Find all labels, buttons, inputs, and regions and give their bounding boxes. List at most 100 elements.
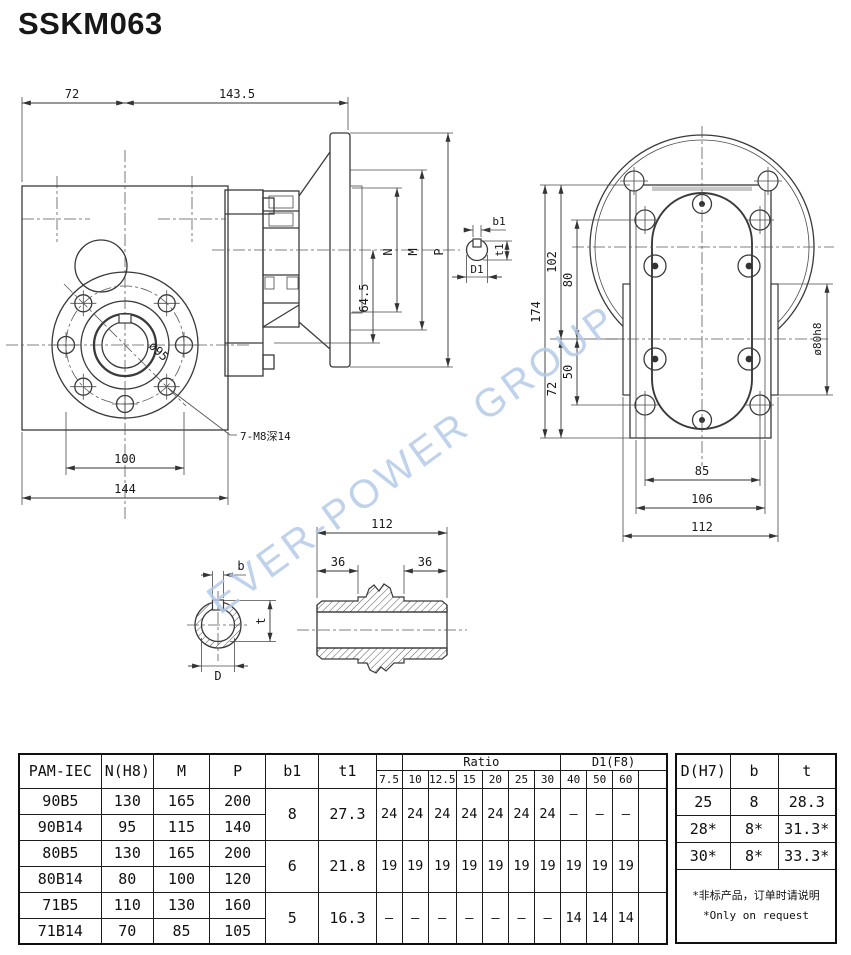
output-flange-circle	[51, 271, 199, 419]
cell-empty	[375, 753, 403, 771]
keyway	[118, 313, 132, 324]
cell: –	[612, 787, 640, 841]
dim-boss: ø80h8	[811, 322, 824, 355]
cell: –	[560, 787, 588, 841]
dim-t1: t1	[493, 243, 506, 256]
shaft-section-top	[316, 583, 448, 613]
col-header-b1: b1	[265, 753, 320, 789]
col-header-m: M	[152, 753, 211, 789]
cell: 27.3	[318, 787, 377, 841]
dim-174: 174	[529, 301, 543, 323]
cell: 80	[100, 865, 154, 893]
dim-b: b	[237, 559, 244, 573]
col-header-pam-iec: PAM-IEC	[18, 753, 102, 789]
ratio-col: 10	[401, 769, 429, 789]
cell: 71B14	[18, 917, 102, 945]
cell: 130	[100, 787, 154, 815]
dim-72b: 72	[545, 382, 559, 396]
footnote-line-en: *Only on request	[703, 908, 809, 922]
dimension-tables: PAM-IEC N(H8) M P b1 t1 Ratio D1(F8) 7.5…	[18, 753, 837, 947]
hollow-shaft-section: b t D 112 36 36	[187, 517, 467, 683]
col-header-t1: t1	[318, 753, 377, 789]
cell: 160	[209, 891, 267, 919]
cell: 19	[375, 839, 403, 893]
cell: 100	[152, 865, 211, 893]
ratio-col: 7.5	[375, 769, 403, 789]
dim-m: M	[406, 248, 420, 255]
cell: 105	[209, 917, 267, 945]
cell: 80B5	[18, 839, 102, 867]
cell: 95	[100, 813, 154, 841]
dim-100: 100	[114, 452, 136, 466]
col-header-t: t	[777, 753, 837, 789]
cell: –	[481, 891, 509, 945]
cell: –	[586, 787, 614, 841]
front-view: ø95 7-M8深14 72 143.5 100 144	[6, 87, 349, 520]
col-header-d-h7: D(H7)	[675, 753, 731, 789]
cell: 19	[560, 839, 588, 893]
technical-drawing: ø95 7-M8深14 72 143.5 100 144	[6, 87, 834, 683]
ratio-col: 50	[586, 769, 614, 789]
col-header-p: P	[209, 753, 267, 789]
cell: 165	[152, 839, 211, 867]
cell: 130	[152, 891, 211, 919]
dim-b1: b1	[492, 215, 505, 228]
cell-empty	[638, 787, 668, 841]
cell: 33.3*	[777, 841, 837, 870]
output-boss-right	[770, 283, 779, 396]
dim-112-shaft: 112	[371, 517, 393, 531]
side-view: N M P 64.5	[212, 132, 460, 377]
col-header-ratio: Ratio	[401, 753, 562, 771]
cell: 16.3	[318, 891, 377, 945]
cell: 8	[265, 787, 320, 841]
col-header-b: b	[729, 753, 779, 789]
cell: –	[533, 891, 562, 945]
cell: –	[507, 891, 536, 945]
cell: 70	[100, 917, 154, 945]
cell: 8*	[729, 814, 779, 843]
dim-102: 102	[545, 251, 559, 273]
cell: 5	[265, 891, 320, 945]
bolt-holes	[53, 290, 197, 417]
ratio-col: 25	[507, 769, 536, 789]
cell: 80B14	[18, 865, 102, 893]
cell: 130	[100, 839, 154, 867]
dim-d: D	[214, 669, 221, 683]
dim-143-5: 143.5	[219, 87, 255, 101]
bore-diameter-label: ø95	[146, 339, 171, 364]
cell: 8	[729, 787, 779, 816]
cell: 31.3*	[777, 814, 837, 843]
dim-n: N	[381, 248, 395, 255]
cell: 165	[152, 787, 211, 815]
dim-50: 50	[561, 365, 575, 379]
cell: 14	[586, 891, 614, 945]
ratio-col: 40	[560, 769, 588, 789]
cell: –	[401, 891, 429, 945]
output-shaft-table: D(H7) b t 25 8 28.3 28* 8* 31.3* 30* 8* …	[675, 753, 837, 944]
dim-85: 85	[695, 464, 709, 478]
cell: 85	[152, 917, 211, 945]
cell: 6	[265, 839, 320, 893]
bolt-holes-label: 7-M8深14	[240, 430, 291, 443]
ratio-col: 12.5	[427, 769, 457, 789]
cell: 28.3	[777, 787, 837, 816]
cell: 19	[401, 839, 429, 893]
cell: 200	[209, 839, 267, 867]
cell: –	[375, 891, 403, 945]
cell-empty	[638, 891, 668, 945]
cell: 19	[586, 839, 614, 893]
cell: 90B5	[18, 787, 102, 815]
cell: 25	[675, 787, 731, 816]
plug-boss-circle	[74, 239, 128, 293]
cell: 19	[533, 839, 562, 893]
input-keyway	[472, 238, 482, 248]
dim-72: 72	[65, 87, 79, 101]
cell: –	[427, 891, 457, 945]
dim-112-rear: 112	[691, 520, 713, 534]
col-header-n: N(H8)	[100, 753, 154, 789]
cell: 24	[375, 787, 403, 841]
cell: 110	[100, 891, 154, 919]
dim-36-right: 36	[418, 555, 432, 569]
cell: 19	[481, 839, 509, 893]
col-header-d1: D1(F8)	[560, 753, 668, 771]
